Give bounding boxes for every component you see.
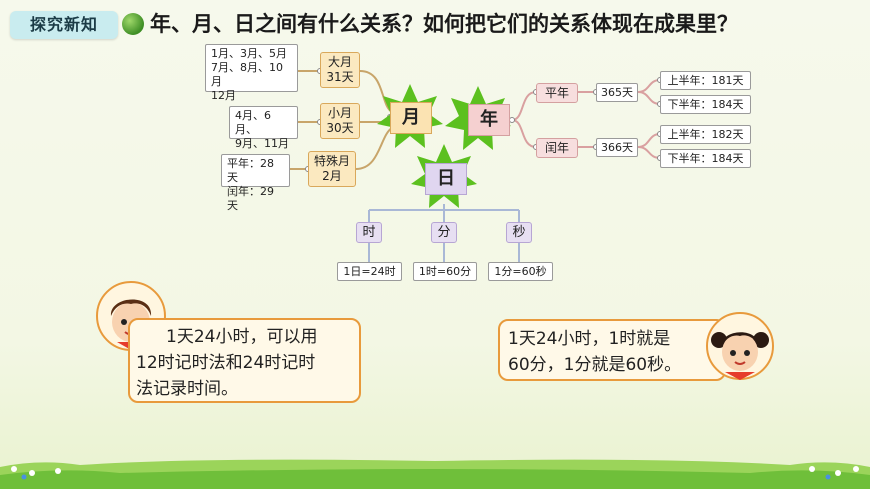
year-center: 年 [468, 104, 510, 136]
common-year-node: 平年 [536, 83, 578, 103]
girl-speech-bubble: 1天24小时，1时就是 60分，1分就是60秒。 [498, 319, 726, 381]
day-hour-relation: 1日=24时 [337, 262, 402, 281]
green-ball-icon [122, 13, 144, 35]
section-tag: 探究新知 [10, 11, 118, 39]
girl-avatar [706, 312, 774, 380]
month-center: 月 [390, 102, 432, 134]
leap-year-days: 366天 [596, 138, 638, 157]
special-month-detail: 平年：28天 闰年：29天 [221, 154, 290, 212]
minute-node: 分 [431, 222, 457, 243]
minute-second-relation: 1分=60秒 [488, 262, 553, 281]
page-question: 年、月、日之间有什么关系？如何把它们的关系体现在成果里？ [150, 12, 738, 36]
common-year-days: 365天 [596, 83, 638, 102]
hour-minute-relation: 1时=60分 [413, 262, 477, 281]
leap-first-half: 上半年：182天 [660, 125, 751, 144]
small-month-node: 小月 30天 [320, 103, 360, 139]
small-month-detail: 4月、6月、 9月、11月 [229, 106, 298, 150]
boy-speech-bubble: 1天24小时，可以用 12时记时法和24时记时 法记录时间。 [128, 318, 361, 403]
second-node: 秒 [506, 222, 532, 243]
big-month-node: 大月 31天 [320, 52, 360, 88]
leap-year-node: 闰年 [536, 138, 578, 158]
day-center: 日 [425, 163, 467, 195]
common-first-half: 上半年：181天 [660, 71, 751, 90]
hour-node: 时 [356, 222, 382, 243]
grass-decoration [0, 459, 870, 489]
special-month-node: 特殊月 2月 [308, 151, 356, 187]
big-month-detail: 1月、3月、5月 7月、8月、10月 12月 [205, 44, 298, 102]
common-second-half: 下半年：184天 [660, 95, 751, 114]
leap-second-half: 下半年：184天 [660, 149, 751, 168]
